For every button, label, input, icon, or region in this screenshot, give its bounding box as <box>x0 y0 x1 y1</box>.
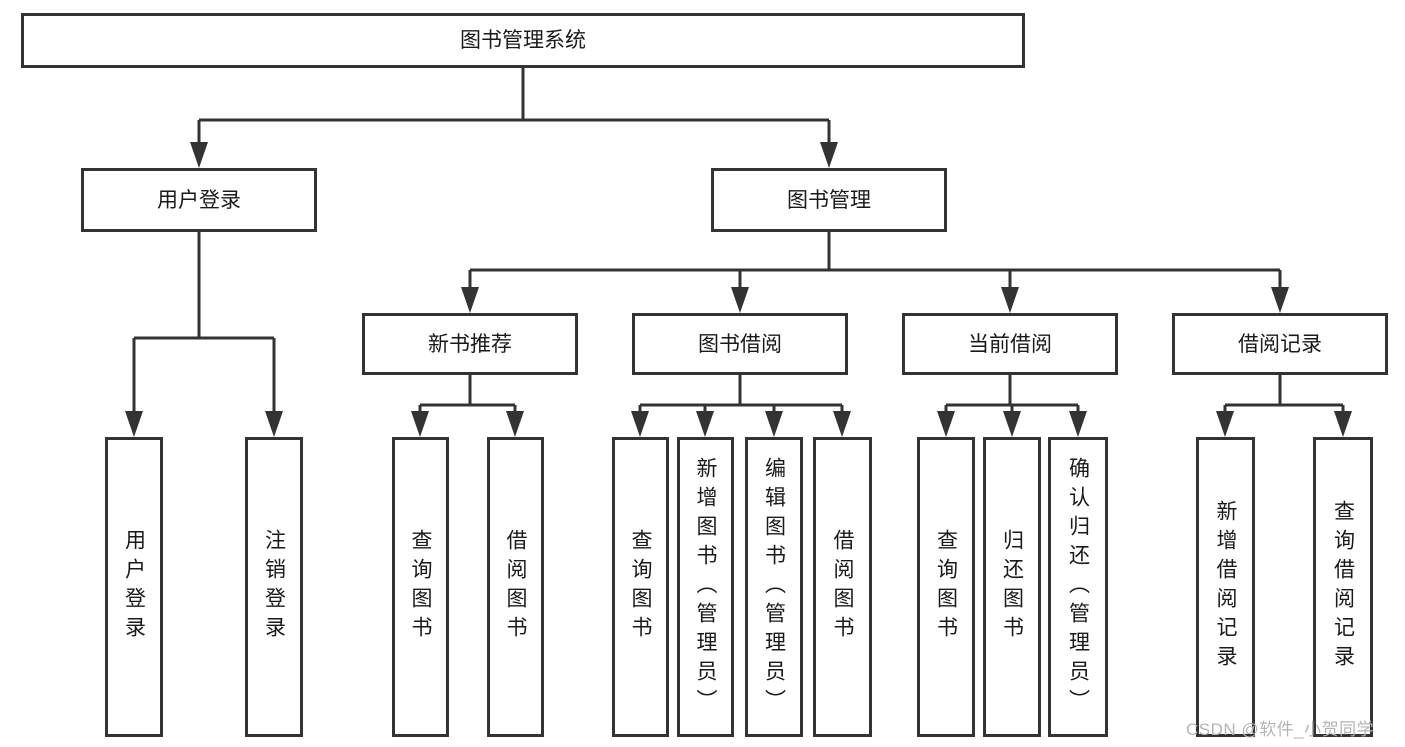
leaf-query-book-current: 查询图书 <box>917 437 975 737</box>
node-book-borrowing: 图书借阅 <box>632 313 848 375</box>
leaf-add-borrow-record: 新增借阅记录 <box>1196 437 1255 737</box>
node-current-borrowing: 当前借阅 <box>902 313 1118 375</box>
node-borrow-records: 借阅记录 <box>1172 313 1388 375</box>
leaf-edit-book-admin: 编辑图书（管理员） <box>745 437 803 737</box>
leaf-borrow-book-borrowing: 借阅图书 <box>813 437 872 737</box>
csdn-watermark: CSDN @软件_小贺同学 <box>1186 720 1375 739</box>
leaf-borrow-book-recommend: 借阅图书 <box>487 437 544 737</box>
leaf-return-book: 归还图书 <box>983 437 1041 737</box>
node-new-book-recommend: 新书推荐 <box>362 313 578 375</box>
leaf-query-borrow-record: 查询借阅记录 <box>1313 437 1373 737</box>
leaf-query-book-recommend: 查询图书 <box>392 437 449 737</box>
leaf-add-book-admin: 新增图书（管理员） <box>677 437 734 737</box>
node-book-management: 图书管理 <box>711 168 947 232</box>
leaf-user-login: 用户登录 <box>105 437 163 737</box>
leaf-query-book-borrowing: 查询图书 <box>612 437 669 737</box>
leaf-logout: 注销登录 <box>245 437 303 737</box>
leaf-confirm-return-admin: 确认归还（管理员） <box>1048 437 1108 737</box>
node-user-login: 用户登录 <box>81 168 317 232</box>
node-root-system: 图书管理系统 <box>21 13 1025 68</box>
arrowheads <box>125 142 1352 437</box>
